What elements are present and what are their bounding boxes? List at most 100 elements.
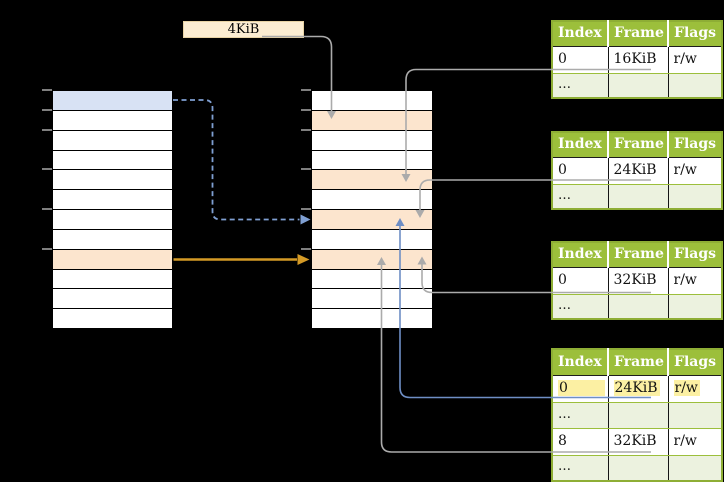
boundary-tick [301,248,311,250]
table-row-ellipsis: … [552,455,722,481]
cell-frame: 24KiB [608,157,669,185]
cell-index: … [552,73,609,98]
memory-row [53,111,172,130]
table-row: 8 32KiB r/w [552,428,722,456]
cell-flags [668,184,722,209]
cell-index: … [552,402,609,429]
connector-vm-page8-orange-arrow [173,254,310,265]
memory-row [53,151,172,169]
header-cell-index: Index [552,132,609,158]
cell-frame [608,184,669,209]
cell-flags [668,455,722,481]
table-header-row: Index Frame Flags [552,242,722,268]
table-row-ellipsis: … [552,73,722,98]
highlighted-value: r/w [673,379,700,396]
cell-flags [668,294,722,319]
header-cell-flags: Flags [668,21,722,47]
boundary-tick [42,109,52,111]
cell-frame [608,294,669,319]
memory-row [53,230,172,249]
cell-index: 0 [552,157,609,185]
cell-frame: 32KiB [608,428,669,456]
cell-flags: r/w [668,375,722,403]
table-row: 0 24KiB r/w [552,157,722,185]
cell-index: … [552,294,609,319]
header-cell-frame: Frame [608,242,669,268]
table-row-highlighted: 0 24KiB r/w [552,375,722,403]
cell-frame [608,73,669,98]
page-table-1: Index Frame Flags 0 16KiB r/w … [551,20,723,99]
page-size-label-text: 4KiB [227,22,260,37]
physical-memory-column [301,89,432,328]
connector-vm-page0-dashed-arrow [173,99,311,225]
memory-row-highlight-orange [312,250,432,269]
page-size-label: 4KiB [183,21,304,38]
highlighted-value: 0 [558,379,605,396]
table-header-row: Index Frame Flags [552,21,722,47]
cell-flags: r/w [668,428,722,456]
header-cell-frame: Frame [608,349,669,376]
memory-row [312,289,432,308]
cell-frame [608,402,669,429]
table-row: 0 32KiB r/w [552,267,722,295]
memory-row [53,289,172,308]
boundary-tick [42,168,52,170]
boundary-tick [301,208,311,210]
cell-flags [668,73,722,98]
boundary-tick [42,248,52,250]
cell-flags: r/w [668,157,722,185]
header-cell-index: Index [552,242,609,268]
memory-row [53,270,172,288]
cell-index: 0 [552,46,609,74]
memory-row [312,230,432,249]
boundary-tick [42,129,52,131]
memory-row-highlight-orange [312,170,432,189]
memory-row [312,91,432,110]
boundary-tick [301,168,311,170]
cell-index: 8 [552,428,609,456]
header-cell-flags: Flags [668,132,722,158]
highlighted-value: 24KiB [613,379,660,396]
cell-index: 0 [552,267,609,295]
page-table-3: Index Frame Flags 0 32KiB r/w … [551,241,723,320]
boundary-tick [301,109,311,111]
cell-flags: r/w [668,46,722,74]
boundary-tick [301,89,311,91]
memory-row-highlight-orange [312,210,432,229]
memory-row [312,131,432,150]
cell-frame [608,455,669,481]
header-cell-index: Index [552,349,609,376]
page-table-2: Index Frame Flags 0 24KiB r/w … [551,131,723,210]
boundary-tick [301,129,311,131]
boundary-tick [42,208,52,210]
cell-index: 0 [552,375,609,403]
table-row-ellipsis: … [552,294,722,319]
memory-row [53,170,172,189]
memory-row [312,151,432,169]
cell-frame: 24KiB [608,375,669,403]
table-row-ellipsis: … [552,184,722,209]
memory-row [53,210,172,229]
header-cell-frame: Frame [608,21,669,47]
cell-flags [668,402,722,429]
header-cell-flags: Flags [668,242,722,268]
memory-row [312,309,432,328]
memory-row [53,131,172,150]
memory-row-highlight-orange [312,111,432,130]
page-table-4: Index Frame Flags 0 24KiB r/w … 8 32KiB … [551,348,723,482]
table-row: 0 16KiB r/w [552,46,722,74]
memory-row-highlight-orange [53,250,172,269]
header-cell-frame: Frame [608,132,669,158]
memory-row [53,190,172,209]
cell-frame: 16KiB [608,46,669,74]
cell-frame: 32KiB [608,267,669,295]
table-header-row: Index Frame Flags [552,132,722,158]
memory-row [312,190,432,209]
virtual-memory-column [42,89,172,328]
cell-index: … [552,184,609,209]
memory-row [312,270,432,288]
header-cell-flags: Flags [668,349,722,376]
table-header-row: Index Frame Flags [552,349,722,376]
memory-row-highlight-blue [53,91,172,110]
